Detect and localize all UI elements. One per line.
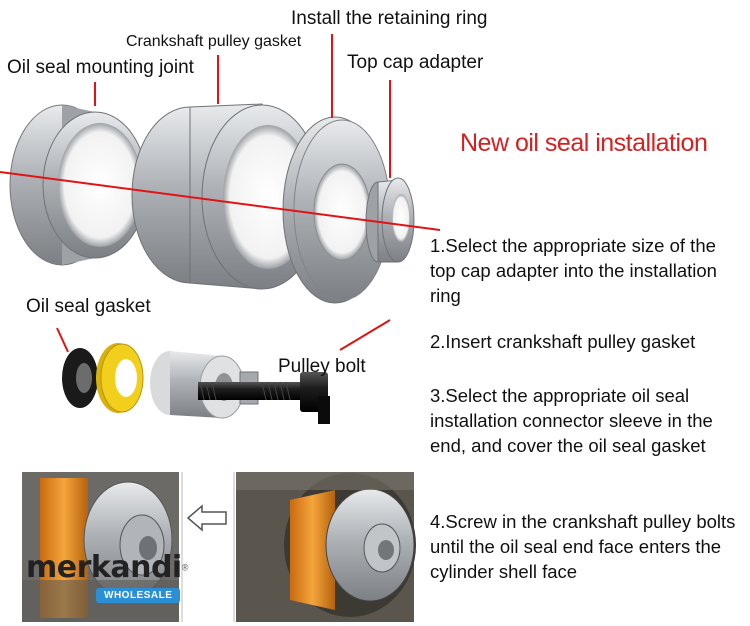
- step-2: 2.Insert crankshaft pulley gasket: [430, 331, 696, 352]
- label-retaining-ring: Install the retaining ring: [291, 8, 488, 29]
- merkandi-logo: merkandi® WHOLESALE: [26, 550, 188, 603]
- logo-name: merkandi: [26, 550, 182, 585]
- step-1: 1.Select the appropriate size of the top…: [430, 235, 717, 306]
- label-top-cap: Top cap adapter: [347, 52, 484, 73]
- lower-assembly: [62, 343, 330, 424]
- section-title: New oil seal installation: [460, 129, 708, 157]
- retaining-ring: [282, 116, 391, 304]
- mounting-joint-ring: [9, 104, 148, 266]
- label-pulley-bolt: Pulley bolt: [278, 356, 366, 377]
- center-axis-line: [0, 171, 441, 231]
- label-pulley-gasket: Crankshaft pulley gasket: [126, 33, 302, 50]
- top-cap-adapter: [365, 177, 415, 263]
- label-oil-seal-gasket: Oil seal gasket: [26, 296, 151, 317]
- photo-right: [236, 472, 416, 622]
- step-3: 3.Select the appropriate oil seal instal…: [430, 385, 713, 456]
- logo-registered-mark: ®: [181, 562, 189, 573]
- label-mounting-joint: Oil seal mounting joint: [7, 57, 194, 78]
- logo-badge: WHOLESALE: [96, 588, 181, 603]
- arrow-left-icon: [186, 504, 227, 532]
- step-4: 4.Screw in the crankshaft pulley bolts u…: [430, 511, 736, 582]
- leader-oil-seal-gasket: [56, 327, 69, 353]
- leader-pulley-bolt: [339, 319, 391, 351]
